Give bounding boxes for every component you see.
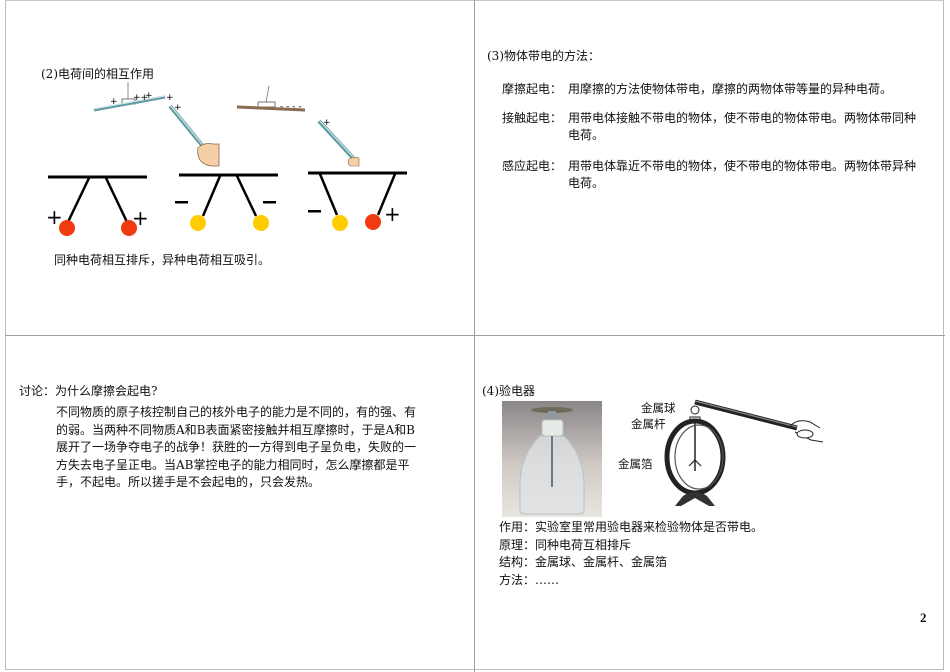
discussion-paragraph: 不同物质的原子核控制自己的核外电子的能力是不同的，有的强、有 的弱。当两种不同物… — [56, 404, 456, 492]
section-heading-charging-methods: (3)物体带电的方法： — [487, 49, 600, 63]
section-heading-electroscope: (4)验电器 — [482, 384, 535, 398]
method-term: 接触起电： — [502, 111, 563, 125]
discussion-question: 讨论：为什么摩擦会起电? — [19, 384, 158, 398]
rubber-rod-suspended-icon: - - - - — [236, 85, 306, 112]
glass-rod-held-icon: + — [168, 103, 220, 167]
charge-rule-caption: 同种电荷相互排斥，异种电荷相互吸引。 — [54, 253, 271, 267]
section-heading-charge-interaction: (2)电荷间的相互作用 — [41, 67, 154, 81]
panel-divider-vertical — [474, 0, 475, 672]
method-induction: 感应起电： 用带电体靠近不带电的物体，使不带电的物体带电。两物体带异种电荷。 — [502, 158, 942, 192]
svg-text:+: + — [384, 202, 401, 226]
fact-principle: 原理：同种电荷互相排斥 — [499, 537, 632, 552]
svg-text:+: + — [323, 118, 331, 128]
svg-text:+: + — [145, 91, 153, 101]
svg-text:- - - -: - - - - — [280, 102, 302, 112]
glass-rod-held-icon: + — [317, 118, 360, 167]
svg-text:++: ++ — [133, 93, 148, 103]
svg-text:+: + — [46, 205, 63, 229]
electroscope-facts: 作用：实验室里常用验电器来检验物体是否带电。 原理：同种电荷互相排斥 结构：金属… — [499, 519, 919, 589]
discussion-line: 不同物质的原子核控制自己的核外电子的能力是不同的，有的强、有 — [56, 405, 417, 419]
fact-structure: 结构：金属球、金属杆、金属箔 — [499, 555, 668, 569]
page-number: 2 — [920, 610, 927, 625]
svg-text:+: + — [110, 97, 118, 107]
method-desc: 用带电体靠近不带电的物体，使不带电的物体带电。两物体带异种电荷。 — [568, 159, 917, 190]
electroscope-photo — [502, 401, 602, 517]
label-metal-rod: 金属杆 — [631, 417, 666, 431]
label-metal-foil: 金属箔 — [618, 457, 653, 471]
pendulum-pair-unlike: + — [308, 171, 407, 231]
fact-method: 方法：…… — [499, 572, 560, 587]
charge-interaction-diagram: + ++ + + + - - - - + — [46, 82, 407, 236]
method-term: 摩擦起电： — [502, 82, 563, 96]
discussion-line: 展开了一场争夺电子的战争！获胜的一方得到电子呈负电，失败的一 — [56, 440, 417, 454]
electroscope-diagram — [664, 399, 824, 506]
discussion-line: 手，不起电。所以搓手是不会起电的，只会发热。 — [56, 475, 321, 489]
discussion-line: 方失去电子呈正电。当AB掌控电子的能力相同时，怎么摩擦都是平 — [56, 457, 410, 472]
svg-text:+: + — [132, 206, 149, 230]
svg-text:+: + — [166, 93, 174, 103]
method-friction: 摩擦起电： 用摩擦的方法使物体带电，摩擦的两物体带等量的异种电荷。 — [502, 81, 942, 98]
discussion-line: 的弱。当两种不同物质A和B表面紧密接触并相互摩擦时，于是A和B — [56, 422, 415, 437]
pendulum-pair-like-negative — [175, 173, 278, 231]
fact-function: 作用：实验室里常用验电器来检验物体是否带电。 — [499, 520, 764, 534]
method-desc: 用摩擦的方法使物体带电，摩擦的两物体带等量的异种电荷。 — [568, 82, 893, 96]
panel-divider-horizontal — [5, 335, 945, 336]
pendulum-pair-like-positive: + + — [46, 175, 149, 236]
label-metal-ball: 金属球 — [641, 401, 676, 415]
svg-text:+: + — [174, 103, 182, 113]
method-term: 感应起电： — [502, 159, 563, 173]
method-contact: 接触起电： 用带电体接触不带电的物体，使不带电的物体带电。两物体带同种电荷。 — [502, 110, 942, 144]
glass-rod-suspended-icon: + ++ + + — [93, 82, 174, 112]
method-desc: 用带电体接触不带电的物体，使不带电的物体带电。两物体带同种电荷。 — [568, 111, 917, 142]
